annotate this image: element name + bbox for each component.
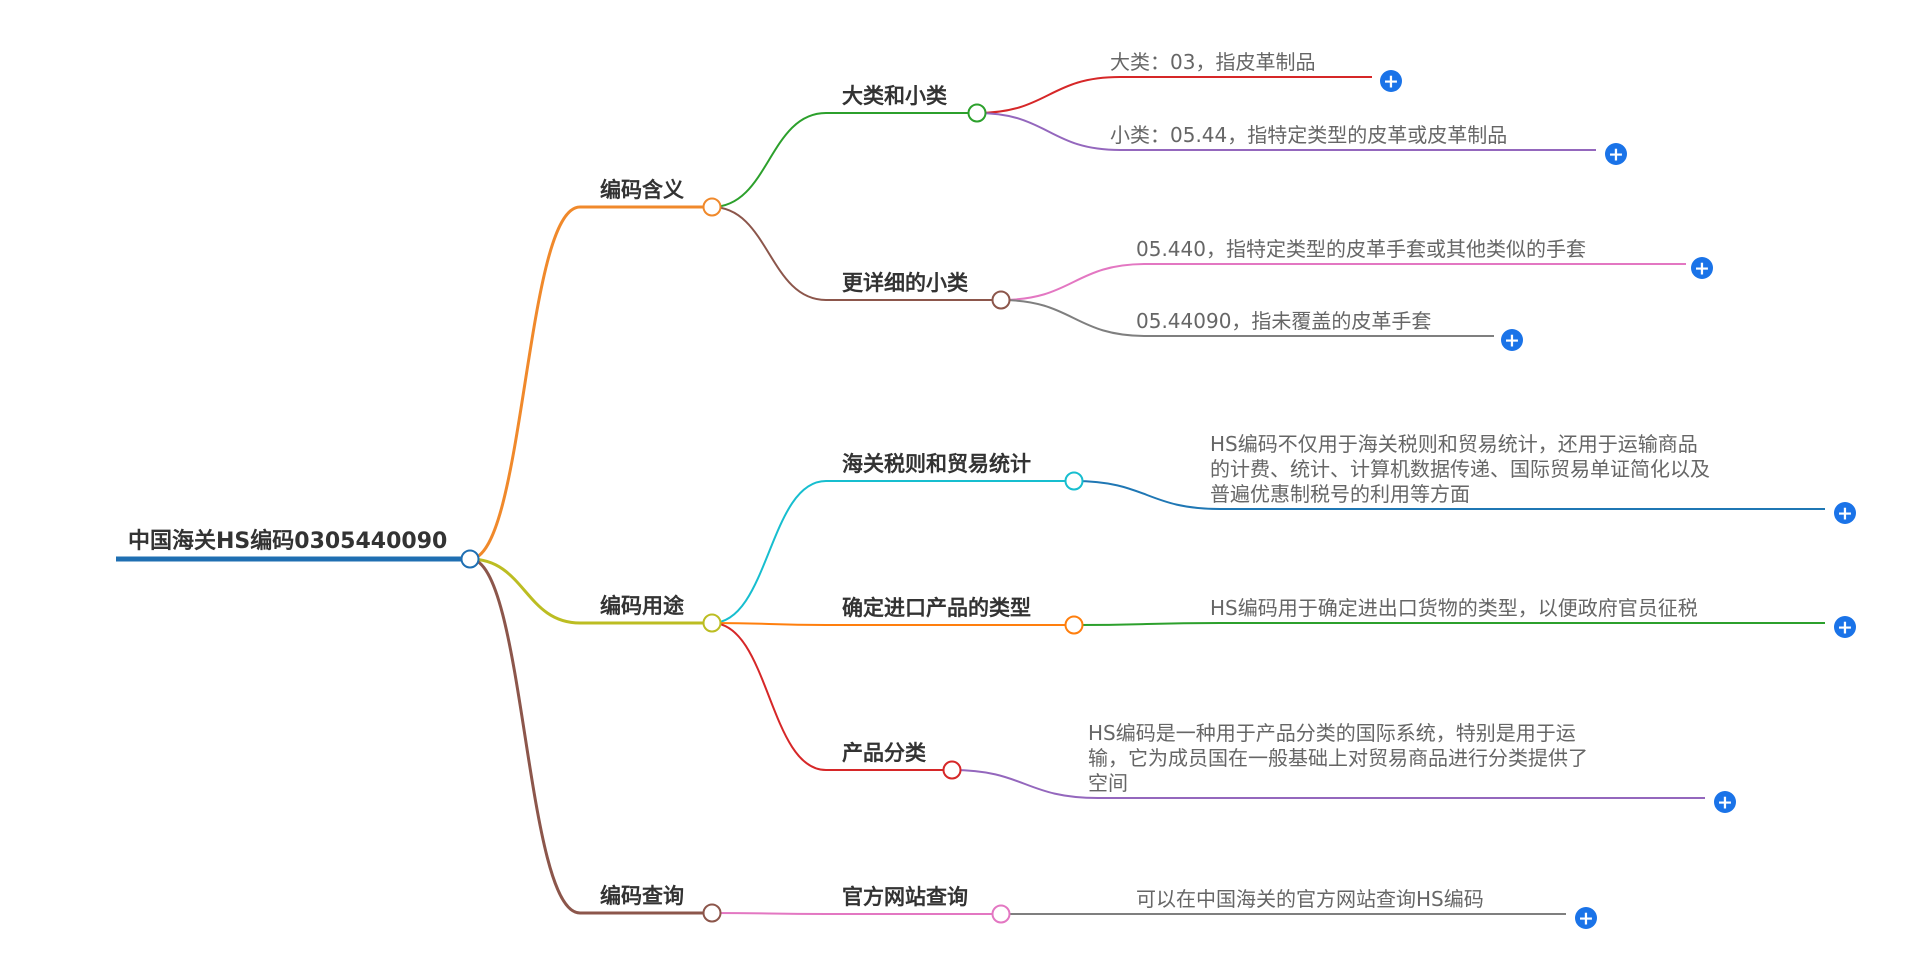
plus-icon: +	[1504, 330, 1520, 352]
root-node-label: 中国海关HS编码0305440090	[128, 528, 447, 554]
leaf-text: 可以在中国海关的官方网站查询HS编码	[1136, 887, 1484, 911]
child-node-label: 产品分类	[842, 741, 927, 765]
child-node-label: 确定进口产品的类型	[842, 596, 1031, 620]
plus-icon-circle	[1380, 70, 1402, 92]
leaf-text: HS编码是一种用于产品分类的国际系统，特别是用于运	[1088, 721, 1576, 745]
plus-icon-circle	[1714, 791, 1736, 813]
child-node-toggle[interactable]	[942, 760, 962, 780]
plus-icon: +	[1383, 71, 1399, 93]
child-node-label: 海关税则和贸易统计	[842, 452, 1031, 476]
plus-icon-circle	[1575, 907, 1597, 929]
plus-icon: +	[1717, 792, 1733, 814]
leaf-text: 小类：05.44，指特定类型的皮革或皮革制品	[1110, 123, 1507, 147]
leaf-text: 大类：03，指皮革制品	[1110, 50, 1315, 74]
expand-button[interactable]: +	[1605, 143, 1627, 166]
leaf-connector	[951, 769, 1099, 799]
child-node-label: 大类和小类	[842, 84, 948, 108]
child-node-toggle[interactable]	[991, 290, 1011, 310]
branch-node-toggle[interactable]	[702, 613, 722, 633]
branch-connector	[469, 557, 581, 915]
child-connector	[711, 622, 827, 626]
child-connector	[711, 112, 827, 208]
leaf-connector	[1073, 480, 1221, 510]
plus-icon-circle	[1834, 616, 1856, 638]
plus-icon: +	[1694, 258, 1710, 280]
leaf-connector	[1073, 622, 1221, 626]
branch-node-toggle[interactable]	[702, 197, 722, 217]
plus-icon: +	[1837, 617, 1853, 639]
expand-button[interactable]: +	[1501, 329, 1523, 352]
child-node-toggle[interactable]	[967, 103, 987, 123]
child-node-toggle[interactable]	[1064, 615, 1084, 635]
branch-node-toggle[interactable]	[702, 903, 722, 923]
branch-connector	[469, 205, 581, 561]
leaf-text: 05.440，指特定类型的皮革手套或其他类似的手套	[1136, 237, 1586, 261]
leaf-text: 输，它为成员国在一般基础上对贸易商品进行分类提供了	[1088, 746, 1588, 770]
leaf-connector	[1000, 299, 1147, 337]
expand-button[interactable]: +	[1575, 907, 1597, 930]
plus-icon: +	[1578, 908, 1594, 930]
expand-button[interactable]: +	[1691, 257, 1713, 280]
child-node-toggle[interactable]	[1064, 471, 1084, 491]
leaf-text: HS编码不仅用于海关税则和贸易统计，还用于运输商品	[1210, 432, 1698, 456]
plus-icon-circle	[1691, 257, 1713, 279]
child-connector	[711, 206, 827, 301]
leaf-text: 的计费、统计、计算机数据传递、国际贸易单证简化以及	[1210, 457, 1710, 481]
plus-icon: +	[1608, 144, 1624, 166]
leaf-text: HS编码用于确定进出口货物的类型，以便政府官员征税	[1210, 596, 1698, 620]
leaf-connector	[976, 112, 1121, 151]
plus-icon-circle	[1501, 329, 1523, 351]
branch-node-label: 编码用途	[600, 594, 685, 618]
plus-icon-circle	[1605, 143, 1627, 165]
branch-connector	[469, 557, 581, 625]
child-node-label: 官方网站查询	[842, 885, 968, 909]
child-node-label: 更详细的小类	[842, 271, 969, 295]
child-connector	[711, 622, 827, 771]
branch-node-label: 编码查询	[600, 884, 684, 908]
leaf-connector	[1000, 263, 1147, 301]
expand-button[interactable]: +	[1834, 502, 1856, 525]
leaf-text: 空间	[1088, 771, 1128, 795]
expand-button[interactable]: +	[1834, 616, 1856, 639]
leaf-text: 普遍优惠制税号的利用等方面	[1210, 482, 1470, 506]
leaf-text: 05.44090，指未覆盖的皮革手套	[1136, 309, 1431, 333]
child-connector	[711, 480, 827, 624]
leaf-connector	[976, 76, 1121, 114]
child-node-toggle[interactable]	[991, 904, 1011, 924]
expand-button[interactable]: +	[1714, 791, 1736, 814]
plus-icon: +	[1837, 503, 1853, 525]
plus-icon-circle	[1834, 502, 1856, 524]
root-node-toggle[interactable]	[460, 549, 480, 569]
branch-node-label: 编码含义	[600, 178, 684, 202]
child-connector	[711, 912, 827, 915]
expand-button[interactable]: +	[1380, 70, 1402, 93]
